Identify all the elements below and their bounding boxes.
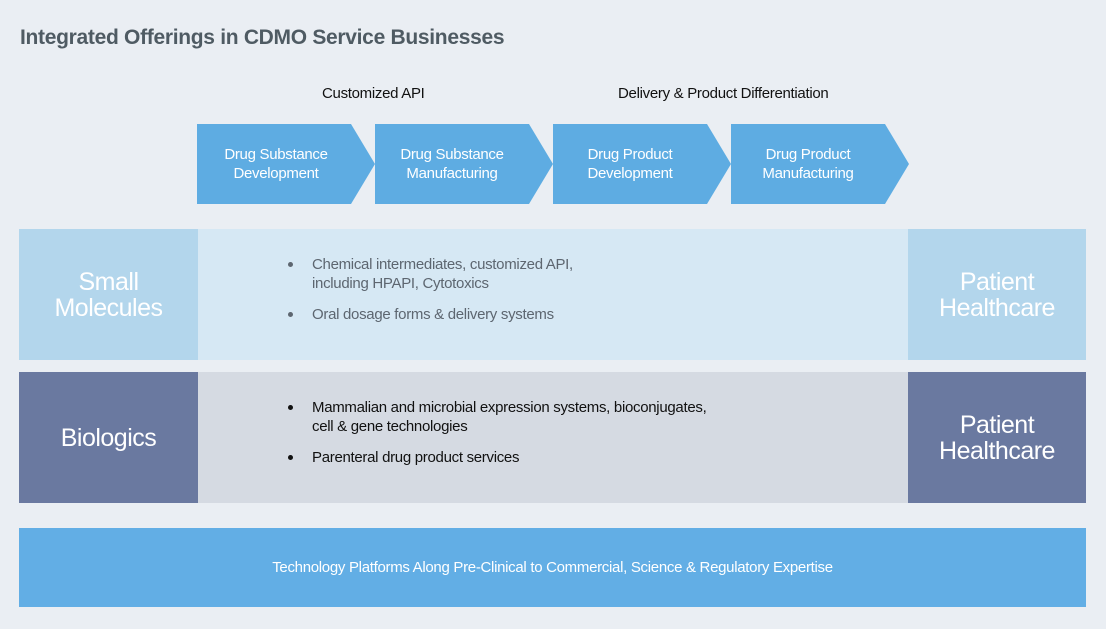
- technology-platforms-banner: Technology Platforms Along Pre-Clinical …: [19, 528, 1086, 607]
- group-label-customized-api: Customized API: [322, 85, 425, 102]
- group-label-delivery: Delivery & Product Differentiation: [618, 85, 829, 102]
- biologics-row: Biologics Mammalian and microbial expres…: [19, 372, 1086, 503]
- biologics-offerings: Mammalian and microbial expression syste…: [198, 372, 908, 503]
- list-item: Parenteral drug product services: [288, 448, 772, 467]
- process-arrow-4: [731, 124, 909, 204]
- small-molecules-offerings: Chemical intermediates, customized API,i…: [198, 229, 908, 360]
- process-arrow-3: [553, 124, 731, 204]
- list-item: Mammalian and microbial expression syste…: [288, 398, 772, 436]
- biologics-label: Biologics: [19, 372, 198, 503]
- list-item: Chemical intermediates, customized API,i…: [288, 255, 772, 293]
- page-title: Integrated Offerings in CDMO Service Bus…: [20, 26, 505, 49]
- process-arrow-2: [375, 124, 553, 204]
- process-arrow-1: [197, 124, 375, 204]
- list-item: Oral dosage forms & delivery systems: [288, 305, 772, 324]
